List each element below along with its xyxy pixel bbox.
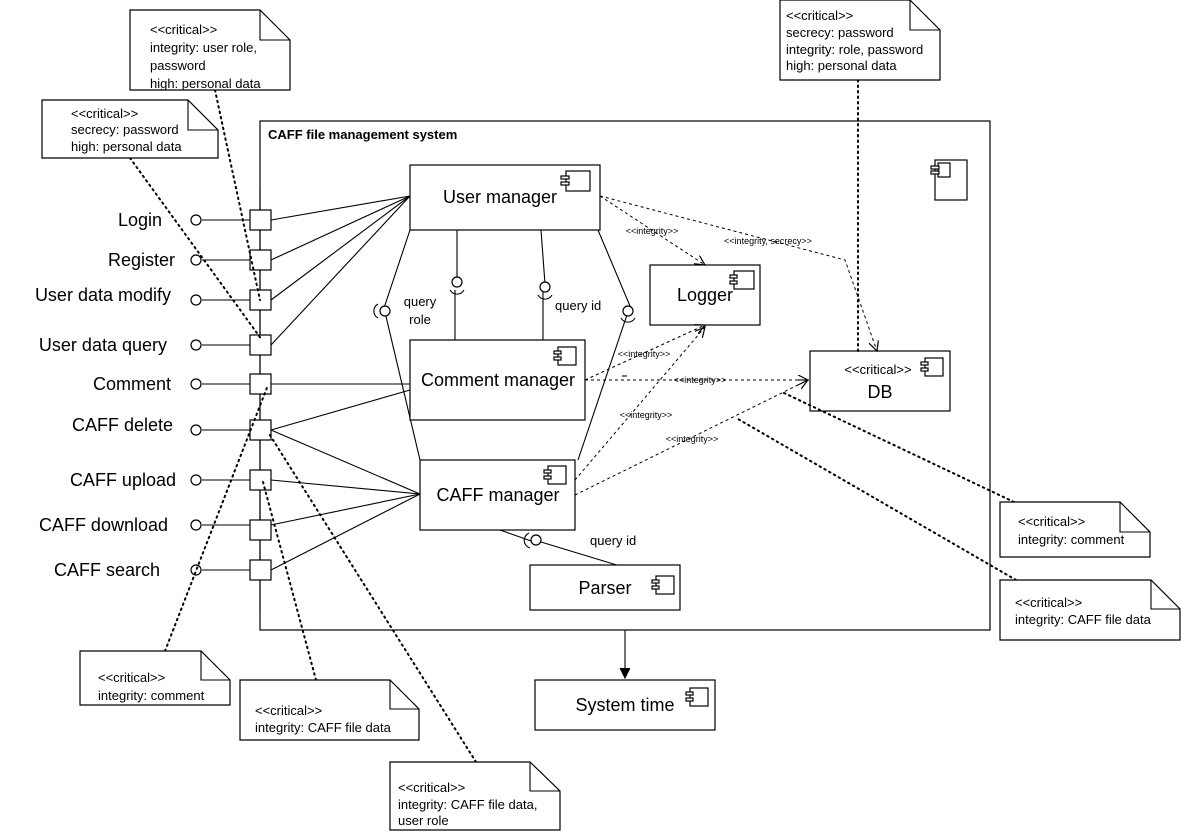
component-system-time[interactable]: System time: [534, 679, 716, 731]
dependency-label: <<integrity>>: [620, 410, 673, 420]
component-parser[interactable]: Parser: [529, 564, 681, 611]
note-line: integrity: CAFF file data: [255, 720, 392, 735]
port-list: Login Register User data modify User dat…: [35, 190, 272, 610]
component-label: Parser: [578, 578, 631, 598]
port-label: Comment: [93, 374, 171, 394]
note-line: <<critical>>: [1015, 595, 1082, 610]
note: <<critical>> integrity: user role, passw…: [129, 9, 291, 91]
note-line: <<critical>>: [98, 670, 165, 685]
port-label: CAFF delete: [72, 415, 173, 435]
dependency-arrows: [574, 195, 877, 496]
note-line: password: [150, 58, 206, 73]
component-icon: [729, 270, 755, 290]
note: <<critical>> secrecy: password high: per…: [41, 99, 219, 159]
note-line: <<critical>>: [1018, 514, 1085, 529]
component-icon: [685, 687, 709, 707]
note: <<critical>> integrity: CAFF file data: [239, 679, 420, 741]
port-label: CAFF download: [39, 515, 168, 535]
component-icon: [553, 346, 577, 366]
component-label: DB: [867, 382, 892, 402]
port-login[interactable]: Login: [118, 209, 272, 231]
port-user-data-query[interactable]: User data query: [39, 334, 272, 356]
note-line: integrity: role, password: [786, 42, 923, 57]
component-label: System time: [575, 695, 674, 715]
note: <<critical>> integrity: CAFF file data: [999, 579, 1181, 641]
note: <<critical>> integrity: CAFF file data, …: [389, 761, 561, 831]
note-line: <<critical>>: [398, 780, 465, 795]
port-label: Login: [118, 210, 162, 230]
component-label: Comment manager: [421, 370, 575, 390]
component-icon: [920, 357, 944, 377]
port-caff-upload[interactable]: CAFF upload: [70, 469, 272, 491]
component-label: Logger: [677, 285, 733, 305]
note-line: integrity: comment: [98, 688, 205, 703]
dependency-label: <<integrity>>: [674, 375, 727, 385]
interface-label: role: [409, 312, 431, 327]
note-line: <<critical>>: [255, 703, 322, 718]
interface-label: query id: [555, 298, 601, 313]
component-icon: [651, 575, 675, 595]
port-user-data-modify[interactable]: User data modify: [35, 285, 272, 311]
interface-label: query id: [590, 533, 636, 548]
component-caff-manager[interactable]: CAFF manager: [419, 459, 576, 531]
note-line: <<critical>>: [71, 106, 138, 121]
component-comment-manager[interactable]: Comment manager: [409, 339, 586, 421]
component-label: CAFF manager: [436, 485, 559, 505]
note: <<critical>> secrecy: password integrity…: [779, 0, 941, 81]
interface-label: query: [404, 294, 437, 309]
note-line: user role: [398, 813, 449, 828]
port-label: Register: [108, 250, 175, 270]
component-user-manager[interactable]: User manager: [409, 164, 601, 231]
note-line: integrity: user role,: [150, 40, 257, 55]
note-line: integrity: comment: [1018, 532, 1125, 547]
dependency-label: <<integrity>>: [626, 226, 679, 236]
port-label: CAFF search: [54, 560, 160, 580]
port-label: CAFF upload: [70, 470, 176, 490]
component-db[interactable]: <<critical>> DB: [809, 350, 951, 412]
system-title: CAFF file management system: [268, 127, 457, 142]
note-line: high: personal data: [786, 58, 897, 73]
note: <<critical>> integrity: comment: [999, 501, 1151, 558]
note-line: high: personal data: [150, 76, 261, 91]
db-stereotype: <<critical>>: [844, 362, 911, 377]
note-line: secrecy: password: [786, 25, 894, 40]
port-label: User data modify: [35, 285, 171, 305]
note-line: <<critical>>: [150, 22, 217, 37]
dependency-label: <<integrity>>: [618, 349, 671, 359]
port-caff-delete[interactable]: CAFF delete: [72, 415, 272, 441]
component-icon: [543, 465, 567, 485]
note-line: secrecy: password: [71, 122, 179, 137]
note-line: integrity: CAFF file data,: [398, 797, 537, 812]
dependency-label: <<integrity>>: [666, 434, 719, 444]
component-icon: [560, 170, 591, 192]
note: <<critical>> integrity: comment: [79, 650, 231, 706]
note-line: integrity: CAFF file data: [1015, 612, 1152, 627]
dependency-label: <<integrity, secrecy>>: [724, 236, 812, 246]
note-line: high: personal data: [71, 139, 182, 154]
note-line: <<critical>>: [786, 8, 853, 23]
component-logger[interactable]: Logger: [649, 264, 761, 326]
component-icon: [930, 159, 968, 201]
port-caff-download[interactable]: CAFF download: [39, 515, 272, 541]
component-label: User manager: [443, 187, 557, 207]
port-connectors: [270, 195, 636, 571]
port-register[interactable]: Register: [108, 249, 272, 271]
port-caff-search[interactable]: CAFF search: [54, 559, 272, 581]
note-connectors: [129, 79, 1017, 763]
port-label: User data query: [39, 335, 167, 355]
port-comment[interactable]: Comment: [93, 373, 272, 395]
